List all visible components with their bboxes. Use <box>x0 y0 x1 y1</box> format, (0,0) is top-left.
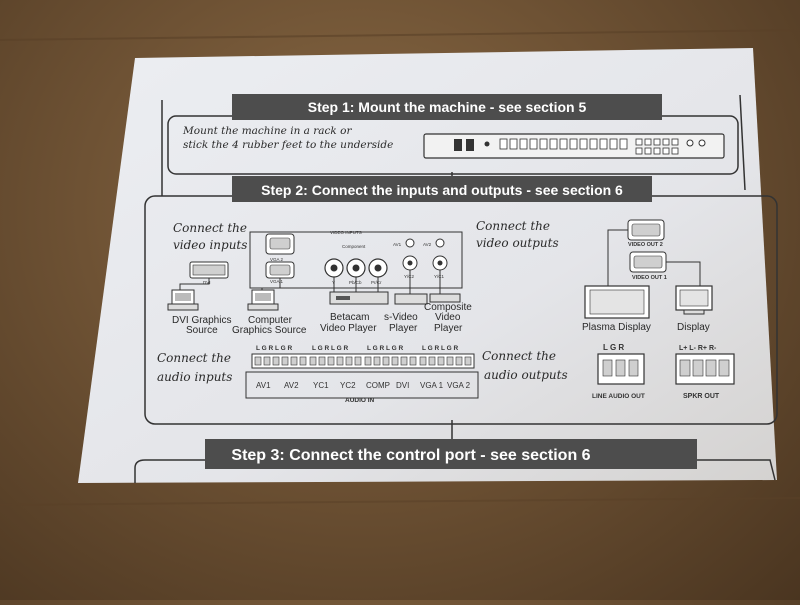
vga2-label: VGA 2 <box>270 257 284 262</box>
video-inputs-header: VIDEO INPUTS <box>330 230 362 235</box>
spkr-out-label: SPKR OUT <box>683 393 720 400</box>
audio-lgr-labels: L G R L G R L G R L G R L G R L G R L G … <box>256 345 459 352</box>
display-monitor-icon <box>675 285 713 315</box>
lgr-group-4: L G R L G R <box>422 345 459 352</box>
plasma-label: Plasma Display <box>582 322 651 333</box>
audio-channel-yc1: YC1 <box>313 381 329 390</box>
step1-banner <box>232 94 662 120</box>
audio-channel-av2: AV2 <box>284 381 299 390</box>
composite-line3: Player <box>434 323 463 334</box>
audio-channel-dvi: DVI <box>396 381 409 390</box>
audio-outputs-label-line2: audio outputs <box>484 368 568 382</box>
audio-channels-panel <box>245 371 479 399</box>
cardboard-seam <box>0 497 800 506</box>
display-label: Display <box>677 322 710 333</box>
component-rca-connectors <box>324 258 388 278</box>
prcr-label: Pr/Cr <box>371 280 382 285</box>
frame-line <box>739 94 746 191</box>
step3-title: Step 3: Connect the control port - see s… <box>231 447 590 464</box>
video-out1-label: VIDEO OUT 1 <box>632 275 667 281</box>
audio-channel-yc2: YC2 <box>340 381 356 390</box>
video-out2-connector <box>627 219 665 241</box>
plasma-display-icon <box>584 285 650 319</box>
av2-label: AV2 <box>423 242 432 247</box>
video-out2-label: VIDEO OUT 2 <box>628 242 663 248</box>
step2-banner <box>232 176 652 202</box>
av1-label: AV1 <box>393 242 402 247</box>
yc1-label: Y/C1 <box>434 274 445 279</box>
svideo-line2: Player <box>389 323 418 334</box>
audio-channel-vga1: VGA 1 <box>420 381 444 390</box>
dvi-source-line2: Source <box>186 325 218 336</box>
video-outputs-label-line1: Connect the <box>476 219 550 233</box>
dvi-source-computer-icon <box>167 289 199 311</box>
line-audio-out-terminal <box>597 353 645 385</box>
svideo-line1: s-Video <box>384 312 418 323</box>
step2-title: Step 2: Connect the inputs and outputs -… <box>261 182 623 198</box>
step1-title: Step 1: Mount the machine - see section … <box>308 99 587 115</box>
component-label: Component <box>342 244 366 249</box>
video-input-cables <box>179 270 441 294</box>
line-audio-out-label: LINE AUDIO OUT <box>592 393 645 400</box>
cardboard-seam <box>0 29 800 41</box>
computer-source-line1: Computer <box>248 315 293 326</box>
computer-source-line2: Graphics Source <box>232 325 307 336</box>
dvi-label: DVI <box>203 280 211 285</box>
step3-banner <box>205 439 697 469</box>
svideo-player-icon <box>394 293 428 305</box>
audio-channel-labels: AV1 AV2 YC1 YC2 COMP DVI VGA 1 VGA 2 <box>256 381 471 390</box>
dvi-connector <box>189 261 229 279</box>
lgr-group-1: L G R L G R <box>256 345 293 352</box>
composite-line2: Video <box>435 312 461 323</box>
audio-channel-comp: COMP <box>366 381 390 390</box>
video-out1-connector <box>629 251 667 273</box>
line-out-lgr: L G R <box>603 343 624 352</box>
audio-channel-vga2: VGA 2 <box>447 381 471 390</box>
audio-channel-av1: AV1 <box>256 381 271 390</box>
spkr-pins-label: L+ L- R+ R- <box>679 345 717 352</box>
yc2-label: Y/C2 <box>404 274 415 279</box>
step3-panel <box>134 459 776 483</box>
audio-in-label: AUDIO IN <box>345 397 375 404</box>
mount-line1: Mount the machine in a rack or <box>182 125 352 137</box>
video-inputs-label-line1: Connect the <box>173 221 247 235</box>
video-inputs-label-line2: video inputs <box>173 238 247 252</box>
vga1-label: VGA 1 <box>270 279 284 284</box>
rack-device-illustration <box>423 133 725 159</box>
composite-line1: Composite <box>424 302 472 313</box>
computer-source-icon <box>247 289 279 311</box>
audio-inputs-label-line1: Connect the <box>157 351 231 365</box>
vga2-connector <box>265 233 295 255</box>
video-outputs-label-line2: video outputs <box>476 236 559 250</box>
mount-line2: stick the 4 rubber feet to the underside <box>183 139 393 151</box>
audio-inputs-label-line2: audio inputs <box>157 370 232 384</box>
dvi-source-line1: DVI Graphics <box>172 315 231 326</box>
vga1-connector <box>265 261 295 279</box>
betacam-line1: Betacam <box>330 312 369 323</box>
svideo-connectors <box>402 238 448 271</box>
composite-player-icon <box>429 293 461 303</box>
audio-outputs-label-line1: Connect the <box>482 349 556 363</box>
betacam-player-icon <box>329 291 389 305</box>
audio-input-terminal-block <box>251 353 475 369</box>
betacam-line2: Video Player <box>320 323 377 334</box>
lgr-group-2: L G R L G R <box>312 345 349 352</box>
speaker-out-terminal <box>675 353 735 385</box>
video-output-cables <box>607 229 701 286</box>
lgr-group-3: L G R L G R <box>367 345 404 352</box>
